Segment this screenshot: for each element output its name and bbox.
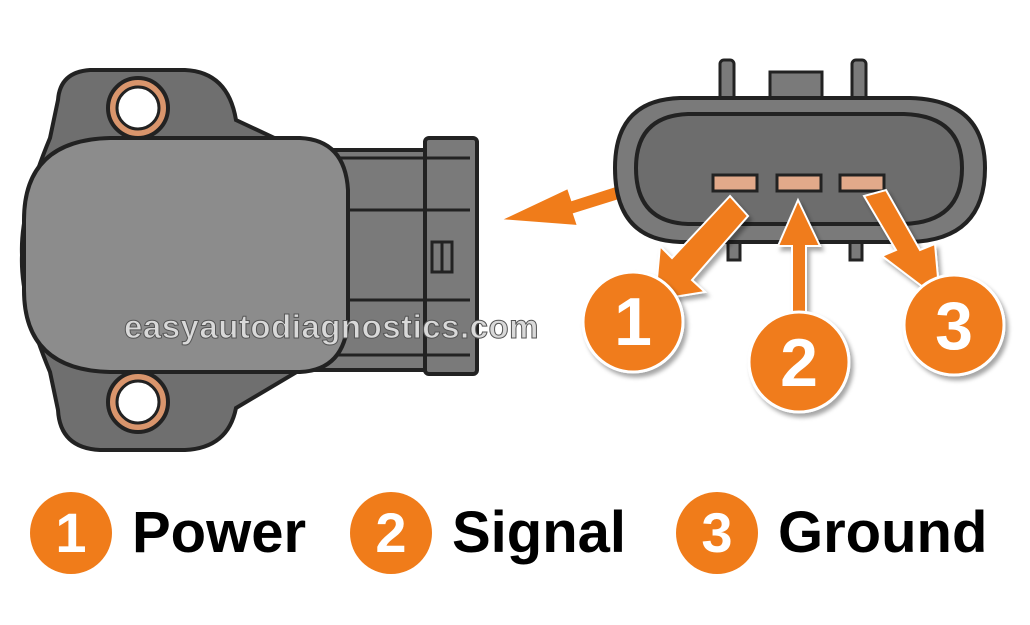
pointer-arrow-1-icon bbox=[653, 194, 750, 302]
callout-2-number: 2 bbox=[780, 325, 818, 401]
legend-badge-3: 3 bbox=[676, 492, 758, 574]
terminal-2 bbox=[775, 173, 823, 193]
legend-item-power: 1 Power bbox=[30, 488, 306, 578]
legend-item-ground: 3 Ground bbox=[676, 488, 987, 578]
terminal-3 bbox=[838, 173, 886, 193]
terminal-1 bbox=[711, 173, 759, 193]
sensor-face bbox=[22, 136, 350, 374]
watermark: easyautodiagnostics.com bbox=[124, 308, 539, 345]
callout-1-number: 1 bbox=[614, 284, 652, 360]
top-bolt-hole-icon bbox=[106, 76, 170, 140]
latch-icon bbox=[430, 240, 454, 274]
callout-1: 1 bbox=[581, 270, 685, 374]
connection-arrow-icon bbox=[496, 180, 634, 228]
bottom-bolt-hole-icon bbox=[106, 370, 170, 434]
callout-3: 3 bbox=[902, 273, 1006, 377]
callout-3-number: 3 bbox=[935, 288, 973, 364]
legend-badge-2: 2 bbox=[350, 492, 432, 574]
sensor-body bbox=[19, 68, 479, 452]
legend-label-signal: Signal bbox=[452, 500, 627, 565]
pin-legend: 1 Power 2 Signal 3 Ground bbox=[0, 488, 1030, 588]
legend-badge-1: 1 bbox=[30, 492, 112, 574]
legend-label-ground: Ground bbox=[778, 500, 988, 565]
legend-item-signal: 2 Signal bbox=[350, 488, 626, 578]
pointer-arrow-3-icon bbox=[862, 188, 942, 303]
callout-2: 2 bbox=[747, 310, 851, 414]
legend-label-power: Power bbox=[132, 500, 307, 565]
